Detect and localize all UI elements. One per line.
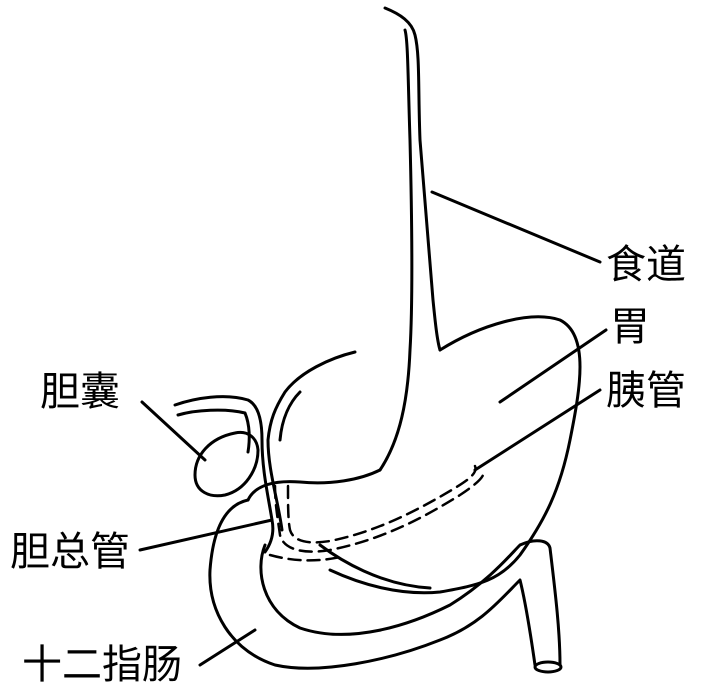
esophagus-shape	[380, 8, 440, 470]
esophagus-leader	[432, 192, 600, 262]
duodenum-label: 十二指肠	[22, 642, 182, 688]
duodenum-shape	[210, 500, 561, 672]
common-bile-duct-label: 胆总管	[10, 529, 130, 575]
gallbladder-label: 胆囊	[40, 369, 120, 415]
pancreatic-duct-shape	[270, 466, 483, 560]
common-bile-duct-leader	[140, 520, 272, 550]
pancreatic-duct-leader	[475, 390, 600, 470]
stomach-label: 胃	[610, 304, 650, 350]
esophagus-label: 食道	[606, 242, 686, 288]
stomach-shape	[248, 317, 580, 593]
stomach-leader	[500, 330, 606, 402]
pancreatic-duct-label: 胰管	[606, 368, 686, 414]
duodenum-leader	[200, 630, 255, 665]
